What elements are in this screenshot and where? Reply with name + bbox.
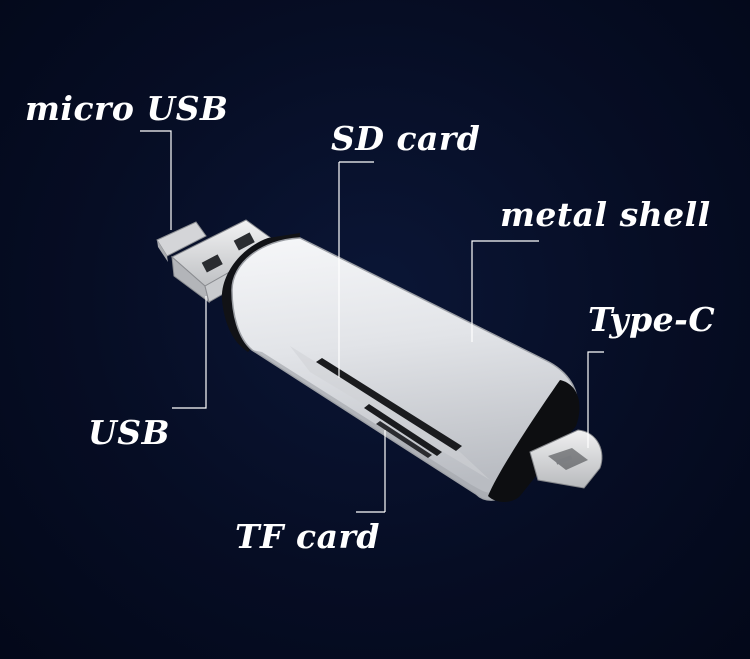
- tf-card-slot: [364, 404, 442, 458]
- typec-end-cap: [488, 380, 580, 502]
- label-tf-card: TF card: [235, 517, 380, 556]
- type-c-plug: [529, 429, 603, 489]
- label-sd-card: SD card: [331, 119, 481, 158]
- label-metal-shell: metal shell: [500, 195, 711, 234]
- leader-micro-usb: [140, 130, 172, 230]
- label-type-c: Type-C: [588, 300, 716, 339]
- label-usb: USB: [88, 413, 171, 452]
- leader-type-c: [587, 351, 604, 448]
- sd-card-slot: [316, 358, 462, 451]
- leader-metal-shell: [471, 240, 539, 342]
- leader-usb: [172, 296, 207, 409]
- leader-lines: [140, 130, 604, 513]
- label-micro-usb: micro USB: [25, 89, 229, 128]
- micro-usb-plug: [156, 221, 207, 262]
